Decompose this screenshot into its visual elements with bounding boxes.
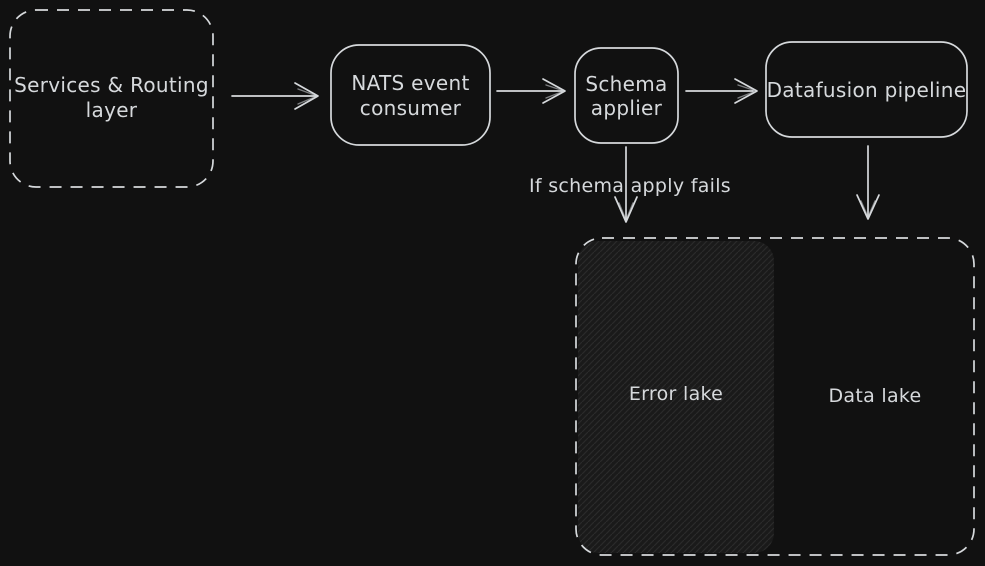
datafusion-pipeline-box	[765, 41, 968, 138]
arrow-nats-to-schema	[496, 78, 566, 104]
schema-applier-label: Schema applier	[585, 72, 668, 120]
nats-consumer-label: NATS event consumer	[351, 71, 470, 120]
lakes-container-box	[575, 237, 975, 556]
arrow-services-to-nats	[231, 82, 319, 110]
services-routing-box	[9, 9, 214, 188]
arrow-schema-to-error-lake	[614, 146, 638, 223]
services-routing-label: Services & Routing layer	[14, 73, 209, 122]
schema-applier-box	[574, 47, 679, 144]
error-lake-label: Error lake	[628, 383, 724, 405]
error-lake-hatched-region	[578, 241, 774, 553]
arrow-schema-to-datafusion	[685, 78, 758, 104]
arrow-datafusion-to-data-lake	[856, 145, 880, 220]
datafusion-pipeline-label: Datafusion pipeline	[766, 78, 967, 102]
nats-consumer-box	[330, 44, 491, 146]
data-lake-label: Data lake	[828, 385, 922, 407]
schema-fail-annotation: If schema apply fails	[528, 175, 731, 197]
